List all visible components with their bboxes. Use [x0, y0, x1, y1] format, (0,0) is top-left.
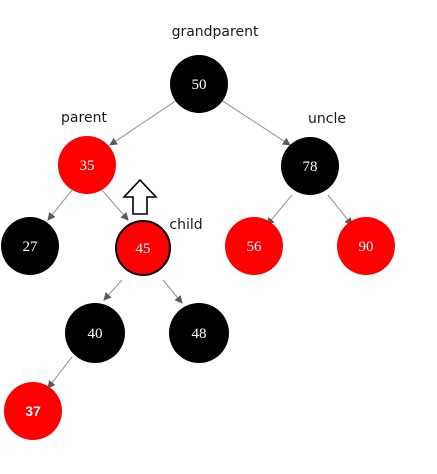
node-37-value: 37: [25, 403, 41, 419]
edge-45-48: [162, 279, 183, 304]
edge-78-90: [327, 194, 353, 226]
node-90-value: 90: [359, 239, 374, 255]
node-40: 40: [65, 303, 125, 363]
node-90: 90: [337, 217, 395, 275]
node-40-circle: [65, 303, 125, 363]
node-50-circle: [170, 55, 228, 113]
label-parent: parent: [61, 110, 107, 126]
node-50-value: 50: [192, 77, 207, 93]
node-48-value: 48: [192, 326, 207, 342]
node-78: 78: [281, 137, 339, 195]
edge-35-27: [47, 189, 73, 221]
edge-50-35: [109, 97, 181, 146]
node-35: 35: [58, 136, 116, 194]
node-27-circle: [1, 217, 59, 275]
edge-45-40: [103, 279, 123, 301]
node-37-circle: [4, 382, 62, 440]
edge-35-45: [101, 189, 129, 221]
node-56: 56: [225, 217, 283, 275]
edge-50-78: [217, 97, 291, 146]
node-35-circle: [58, 136, 116, 194]
label-grandparent: grandparent: [172, 24, 259, 40]
node-40-value: 40: [88, 326, 103, 342]
node-45-circle: [115, 220, 171, 276]
node-78-value: 78: [303, 159, 318, 175]
node-56-circle: [225, 217, 283, 275]
node-78-circle: [281, 137, 339, 195]
node-48-circle: [169, 303, 229, 363]
up-arrow-icon: [122, 178, 158, 215]
edge-40-37: [47, 356, 73, 389]
role-labels: grandparent parent uncle child: [61, 24, 346, 233]
label-uncle: uncle: [308, 111, 346, 127]
node-50: 50: [170, 55, 228, 113]
node-27-value: 27: [23, 239, 39, 255]
edges: [47, 97, 353, 389]
node-48: 48: [169, 303, 229, 363]
node-90-circle: [337, 217, 395, 275]
node-45-value: 45: [136, 241, 151, 257]
node-35-value: 35: [80, 158, 95, 174]
node-45: 45: [115, 220, 171, 276]
edge-78-56: [266, 194, 293, 226]
node-27: 27: [1, 217, 59, 275]
node-56-value: 56: [247, 239, 263, 255]
label-child: child: [169, 217, 202, 233]
node-37: 37: [4, 382, 62, 440]
nodes: 50 35 78 27 45 56 90 40: [1, 55, 395, 440]
